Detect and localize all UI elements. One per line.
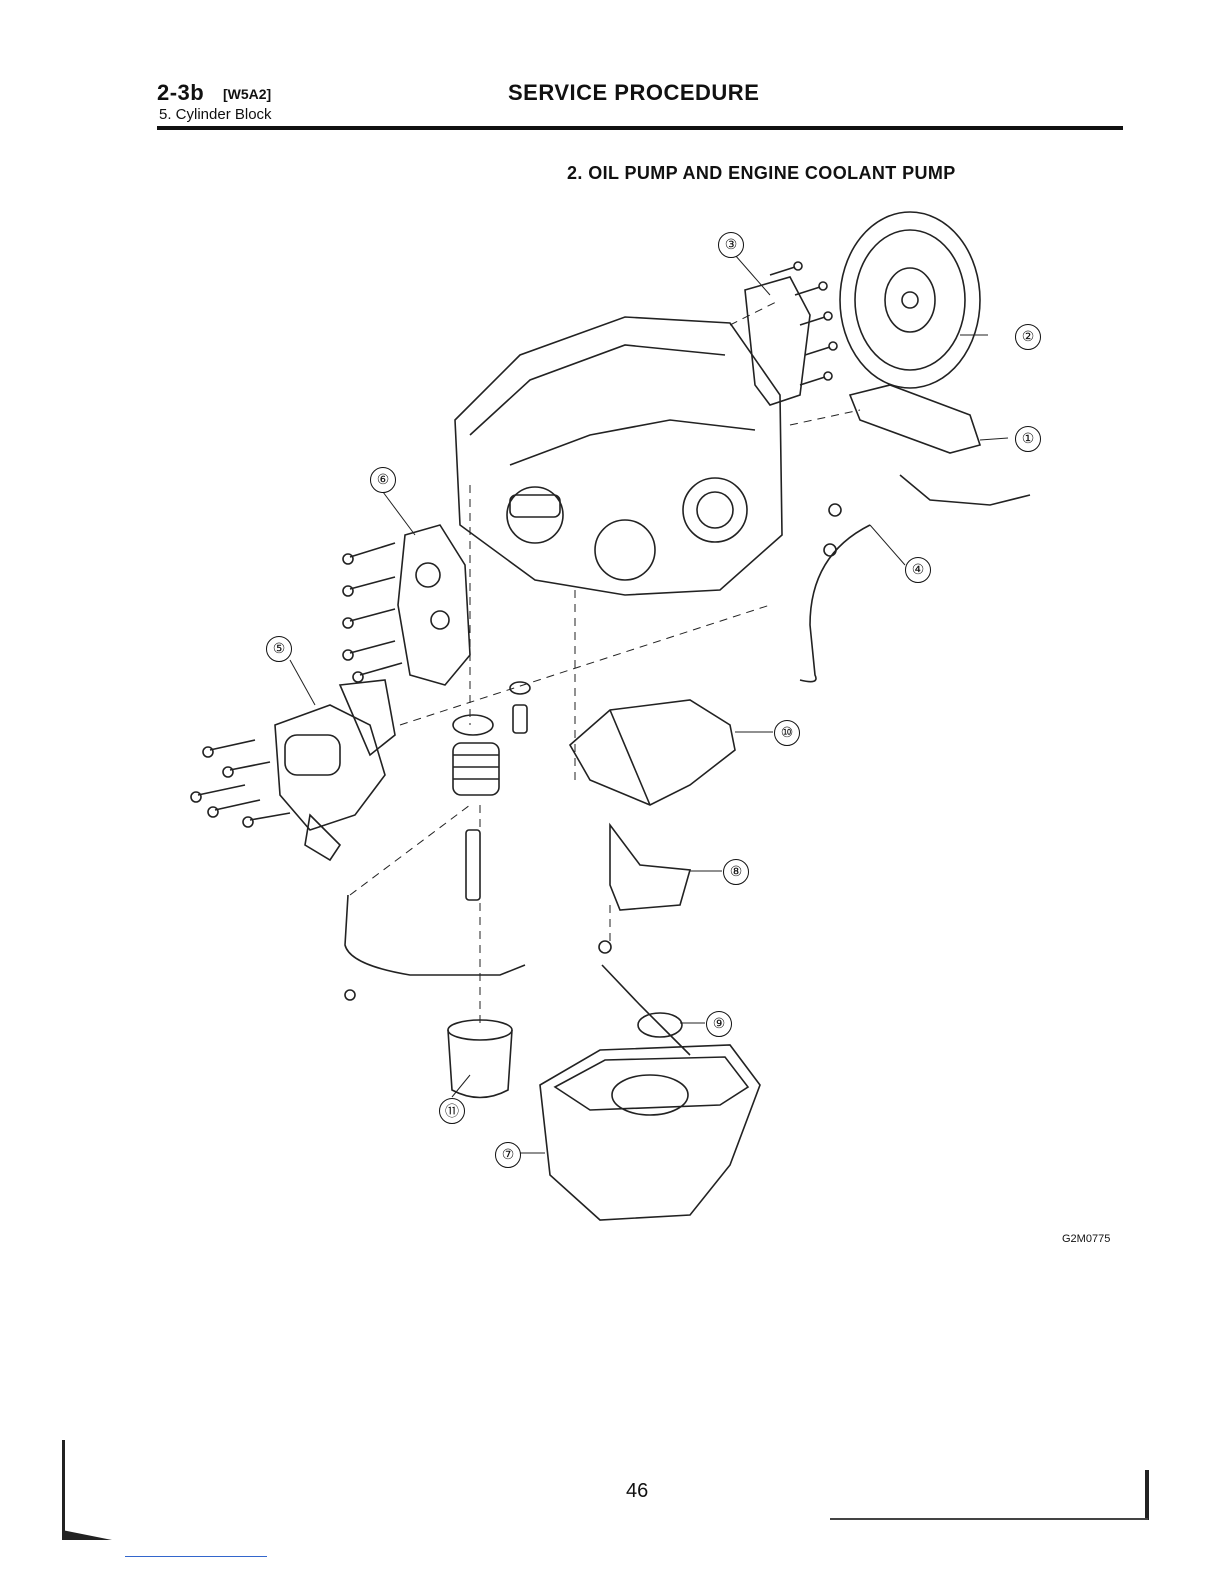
callout-11: ⑪ [439,1098,465,1124]
callout-4: ④ [905,557,931,583]
callout-3: ③ [718,232,744,258]
front-cover [745,277,810,405]
page-number: 46 [626,1480,648,1503]
bottom-divider [125,1556,267,1557]
callout-7: ⑦ [495,1142,521,1168]
exploded-diagram-drawing [170,205,1070,1235]
exploded-diagram: ① ② ③ ④ ⑤ ⑥ ⑦ ⑧ ⑨ ⑩ ⑪ [170,205,1070,1235]
oil-cooler-oring [453,715,493,735]
section-number: 2-3b [157,80,204,106]
section-code: [W5A2] [223,86,271,102]
oil-strainer-stay [610,825,690,910]
callout-9: ⑨ [706,1011,732,1037]
engine-block [455,317,782,595]
water-pump [275,705,385,830]
scan-edge-right [1145,1470,1149,1520]
section-heading: 2. OIL PUMP AND ENGINE COOLANT PUMP [567,163,956,184]
callout-1: ① [1015,426,1041,452]
scan-edge-bottom-line [830,1518,1148,1520]
header-rule [157,126,1123,130]
water-pump-bolts [191,740,290,827]
baffle-plate [570,700,735,805]
callout-5: ⑤ [266,636,292,662]
scan-edge-left-corner [62,1530,112,1540]
oil-strainer-pipe [602,965,690,1055]
callout-8: ⑧ [723,859,749,885]
callout-2: ② [1015,324,1041,350]
page-title: SERVICE PROCEDURE [508,80,759,106]
oil-pump-housing [398,525,470,685]
scan-edge-left [62,1440,65,1540]
figure-code: G2M0775 [1062,1233,1110,1245]
oil-pump-bolts [343,543,402,682]
oil-pan [540,1045,760,1220]
oil-cooler [453,743,499,795]
callout-10: ⑩ [774,720,800,746]
coolant-pipe [345,895,525,975]
cover-plate [850,385,980,453]
section-subtitle: 5. Cylinder Block [159,106,272,123]
oil-filter-connector [466,830,480,900]
callout-6: ⑥ [370,467,396,493]
flywheel [840,212,980,388]
